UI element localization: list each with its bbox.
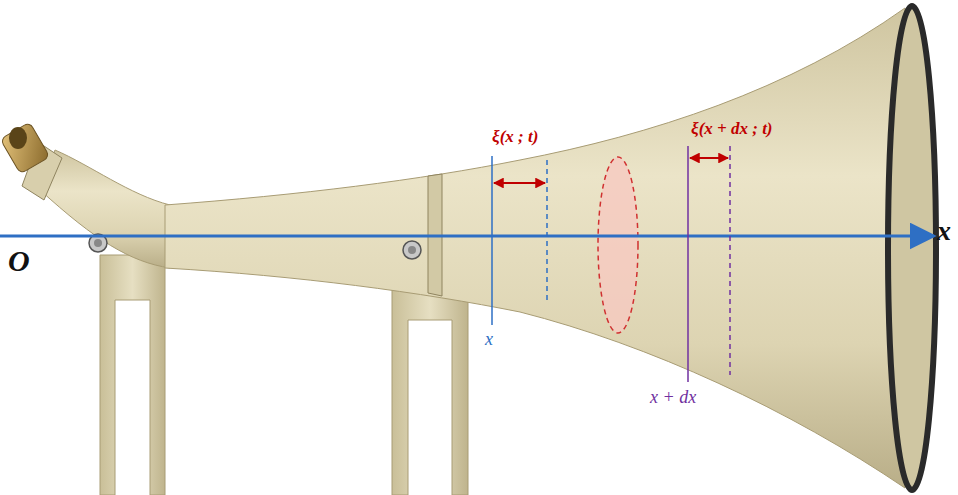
position-label: x + dx — [650, 388, 696, 408]
horn-body — [165, 8, 905, 488]
displacement-label: ξ(x ; t) — [492, 128, 538, 147]
stand — [100, 255, 165, 495]
bolt — [94, 239, 102, 247]
axis-label: x — [937, 216, 951, 247]
displacement-arrow — [494, 182, 545, 184]
displacement-arrow — [690, 157, 728, 159]
origin-label: O — [8, 244, 30, 277]
displacement-label: ξ(x + dx ; t) — [691, 120, 773, 139]
fitting-opening — [9, 127, 27, 149]
displaced-line — [729, 146, 731, 375]
brass-fitting — [0, 122, 49, 174]
position-label: x — [485, 330, 493, 350]
x-axis — [0, 235, 934, 238]
position-line — [687, 146, 689, 382]
displaced-line — [546, 160, 548, 300]
cross-section — [598, 157, 638, 333]
position-line — [491, 156, 493, 325]
bolt — [408, 246, 416, 254]
mouth-rim — [888, 6, 936, 490]
stand — [392, 275, 468, 495]
throat-elbow — [40, 150, 170, 268]
bolt — [403, 241, 421, 259]
